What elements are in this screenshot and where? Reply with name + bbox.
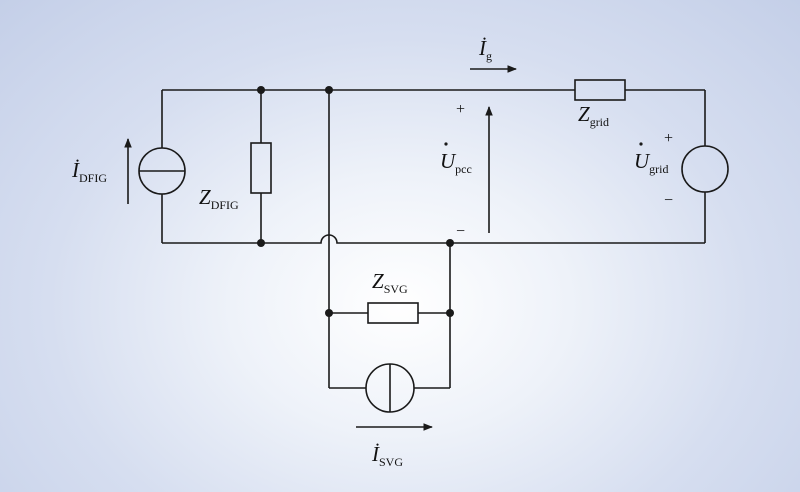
u-grid-plus: + — [664, 130, 673, 147]
z-dfig-label: ZDFIG — [199, 185, 239, 212]
dfig-current-source — [138, 147, 186, 195]
wires — [161, 89, 706, 389]
u-grid-label: Ugrid — [634, 149, 669, 176]
node-svg-right — [446, 309, 454, 317]
u-grid-minus: − — [664, 192, 673, 209]
u-pcc-label: Upcc — [440, 149, 472, 176]
u-pcc-plus: + — [456, 101, 465, 118]
node-top-dfig — [257, 86, 265, 94]
node-svg-left — [325, 309, 333, 317]
node-bottom-svg — [446, 239, 454, 247]
junction-nodes — [257, 86, 454, 317]
phasor-dot-accents — [444, 142, 643, 146]
z-svg-resistor — [367, 302, 419, 324]
z-dfig-resistor — [250, 142, 272, 194]
u-pcc-minus: − — [456, 223, 465, 240]
i-dfig-label: İDFIG — [71, 158, 107, 185]
z-svg-label: ZSVG — [372, 269, 408, 296]
z-grid-label: Zgrid — [578, 102, 609, 129]
z-grid-resistor — [574, 79, 626, 101]
grid-voltage-source — [681, 145, 729, 193]
node-top-svg — [325, 86, 333, 94]
i-g-label: İg — [478, 36, 492, 63]
svg-current-source — [365, 363, 415, 413]
i-svg-label: İSVG — [371, 442, 403, 469]
node-bottom-dfig — [257, 239, 265, 247]
